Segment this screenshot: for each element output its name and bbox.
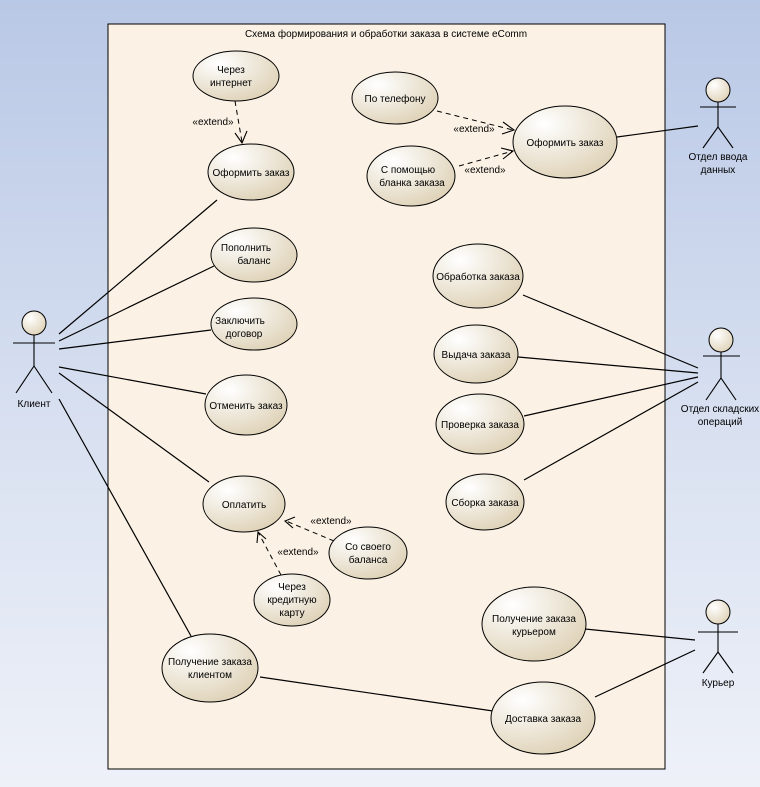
use-case-label: Пополнить <box>221 243 271 254</box>
assoc-client-top-up <box>58 265 215 342</box>
assoc-courier-pickup <box>584 628 696 641</box>
diagram-title: Схема формирования и обработки заказа в … <box>245 28 527 40</box>
assoc-warehouse-issue <box>517 356 699 374</box>
assoc-warehouse-assemble <box>523 381 699 481</box>
use-case-label: С помощью <box>381 165 436 176</box>
use-case-label: Обработка заказа <box>436 271 520 283</box>
extend-arrowhead <box>500 147 515 160</box>
assoc-warehouse-check <box>523 376 699 417</box>
use-case-label: бланка заказа <box>379 177 445 189</box>
assoc-client-contract <box>58 329 212 350</box>
associations <box>58 125 699 712</box>
actor-head <box>21 310 47 336</box>
extend-internet-order <box>234 100 243 143</box>
use-case-top-up-balance[interactable]: Пополнить баланс <box>210 227 298 283</box>
use-case-label: Доставка заказа <box>505 714 581 725</box>
actor-label-warehouse: операций <box>698 417 743 428</box>
assoc-dataentry-place-order <box>616 125 699 138</box>
use-case-cancel-order[interactable]: Отменить заказ <box>204 374 288 436</box>
use-case-process-order[interactable]: Обработка заказа <box>432 243 524 309</box>
use-case-label: Со своего <box>345 542 391 553</box>
use-case-by-form[interactable]: С помощью бланка заказа <box>366 145 456 207</box>
assoc-client-place-order <box>58 199 218 335</box>
extend-form-order <box>458 150 514 167</box>
use-case-issue-order[interactable]: Выдача заказа <box>433 324 519 384</box>
extend-label: «extend» <box>277 547 319 558</box>
actor-head <box>705 599 731 625</box>
extend-label: «extend» <box>310 516 352 527</box>
extend-relations: «extend» «extend» «extend» «extend» «ext… <box>192 100 516 576</box>
use-case-pickup-by-courier[interactable]: Получение заказа курьером <box>481 586 587 662</box>
use-case-label: баланса <box>349 554 388 566</box>
use-case-label: Через <box>278 582 306 593</box>
extend-arrowhead <box>283 516 296 529</box>
use-case-label: интернет <box>210 78 252 89</box>
use-case-label: По телефону <box>365 93 426 105</box>
use-case-label: кредитную <box>267 595 317 606</box>
actor-label-data-entry: Отдел ввода <box>689 152 748 163</box>
assoc-courier-delivery <box>594 649 696 698</box>
actor-data-entry[interactable]: Отдел ввода данных <box>689 77 748 176</box>
actor-label-warehouse: Отдел складских <box>681 404 759 415</box>
actor-client[interactable]: Клиент <box>13 310 55 410</box>
extend-phone-order <box>436 110 514 131</box>
use-case-check-order[interactable]: Проверка заказа <box>435 393 525 455</box>
use-case-delivery[interactable]: Доставка заказа <box>490 681 596 755</box>
extend-card-pay <box>257 531 282 576</box>
use-case-label: Проверка заказа <box>441 420 519 431</box>
assoc-client-cancel <box>58 366 207 395</box>
use-case-label: договор <box>226 329 263 340</box>
use-case-from-balance[interactable]: Со своего баланса <box>328 526 408 580</box>
assoc-pickup-delivery <box>259 676 494 712</box>
actor-courier[interactable]: Курьер <box>698 599 738 689</box>
use-case-via-card[interactable]: Через кредитную карту <box>253 573 331 627</box>
extend-label: «extend» <box>453 124 495 135</box>
extend-label: «extend» <box>464 165 506 176</box>
use-case-place-order-client[interactable]: Оформить заказ <box>207 143 295 201</box>
use-case-place-order-dept[interactable]: Оформить заказ <box>512 105 618 179</box>
use-case-label: Оформить заказ <box>527 137 604 149</box>
use-case-label: Оплатить <box>222 500 266 511</box>
use-case-label: курьером <box>512 627 556 638</box>
extend-arrowhead <box>256 530 267 544</box>
assoc-warehouse-process <box>522 294 699 369</box>
actor-warehouse[interactable]: Отдел складских операций <box>681 327 759 428</box>
actor-head <box>705 77 731 103</box>
use-case-sign-contract[interactable]: Заключить договор <box>210 297 298 351</box>
use-case-by-phone[interactable]: По телефону <box>351 71 439 125</box>
use-case-pickup-by-client[interactable]: Получение заказа клиентом <box>161 633 259 703</box>
assoc-client-pay <box>58 372 210 483</box>
actor-label-client: Клиент <box>18 399 51 410</box>
use-case-label: Отменить заказ <box>209 401 283 412</box>
actor-head <box>708 327 734 353</box>
use-case-assemble-order[interactable]: Сборка заказа <box>445 473 525 531</box>
use-case-label: баланс <box>238 255 271 267</box>
use-case-label: Оформить заказ <box>213 167 290 179</box>
actor-label-data-entry: данных <box>701 165 736 176</box>
assoc-client-pickup <box>58 398 192 637</box>
use-case-via-internet[interactable]: Через интернет <box>192 50 280 102</box>
actor-label-courier: Курьер <box>702 678 735 689</box>
use-case-label: карту <box>279 608 304 619</box>
use-case-label: Сборка заказа <box>451 497 519 509</box>
use-case-pay[interactable]: Оплатить <box>202 475 286 533</box>
use-case-label: Заключить <box>215 316 265 327</box>
use-case-label: клиентом <box>188 670 232 681</box>
use-case-label: Получение заказа <box>168 657 252 668</box>
use-case-label: Через <box>217 65 245 76</box>
use-case-label: Выдача заказа <box>442 350 511 361</box>
use-case-label: Получение заказа <box>492 614 576 625</box>
extend-arrowhead <box>501 121 516 135</box>
extend-arrowhead <box>234 130 248 145</box>
extend-label: «extend» <box>192 117 234 128</box>
